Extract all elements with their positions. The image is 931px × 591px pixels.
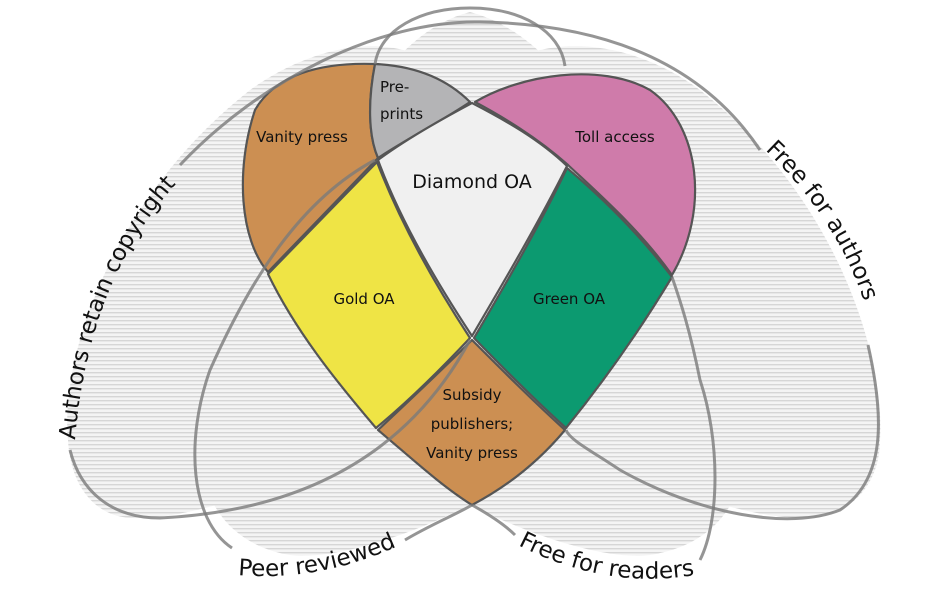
- outline-readers: [670, 276, 717, 561]
- outline-inner-top: [373, 6, 567, 67]
- label-vanity-press-top: Vanity press: [256, 128, 348, 146]
- label-subsidy-3: Vanity press: [426, 444, 518, 462]
- label-gold-oa: Gold OA: [333, 290, 395, 308]
- outline-readers-bottom: [471, 503, 517, 537]
- label-subsidy-2: publishers;: [431, 415, 513, 433]
- outline-authors: [68, 339, 472, 520]
- outline-peer: [193, 158, 376, 550]
- label-green-oa: Green OA: [533, 290, 606, 308]
- outline-authors-top: [178, 20, 762, 167]
- label-diamond-oa: Diamond OA: [412, 171, 531, 193]
- label-subsidy-1: Subsidy: [443, 386, 502, 404]
- outline-freeauthors: [564, 344, 880, 521]
- label-toll-access: Toll access: [574, 128, 655, 146]
- outline-peer-bottom: [404, 503, 473, 542]
- label-preprints-2: prints: [380, 105, 423, 123]
- region-green-oa[interactable]: [472, 166, 674, 430]
- label-preprints-1: Pre-: [380, 78, 409, 96]
- region-diamond-oa[interactable]: [376, 101, 569, 338]
- regions: [241, 62, 697, 507]
- region-labels: Vanity press Pre- prints Toll access Dia…: [256, 78, 655, 462]
- set-outlines: [68, 6, 880, 561]
- region-gold-oa[interactable]: [266, 160, 472, 430]
